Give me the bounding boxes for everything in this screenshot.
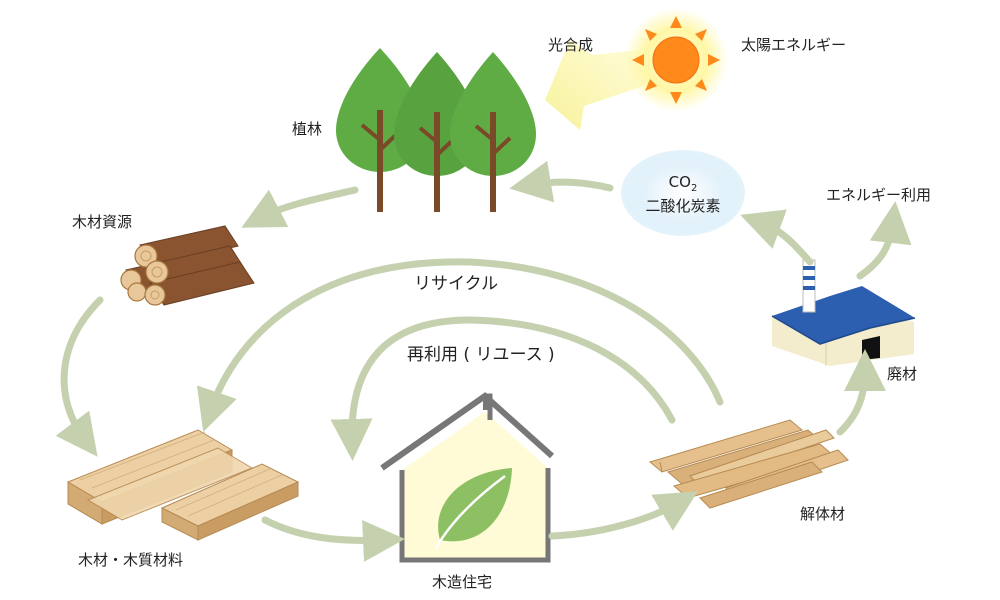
arrow-lumber-to-house [261, 516, 405, 562]
label-timber-resources: 木材資源 [72, 213, 133, 231]
demolition-wood-icon [648, 419, 849, 509]
label-solar-energy: 太陽エネルギー [741, 36, 847, 54]
arrow-factory-to-co2 [740, 209, 814, 266]
arrow-demolition-to-factory [836, 349, 886, 436]
cycle-arrows [55, 160, 912, 562]
label-demolition-wood: 解体材 [800, 505, 846, 523]
label-recycle: リサイクル [414, 274, 499, 294]
arrow-forest-to-timber [241, 186, 359, 228]
co2-name: 二酸化炭素 [645, 196, 721, 215]
arrow-reuse [330, 316, 676, 461]
factory-icon [771, 259, 916, 366]
co2-formula: CO [668, 173, 691, 191]
logs-icon [120, 225, 255, 306]
co2-cloud [621, 150, 745, 236]
label-afforestation: 植林 [292, 120, 323, 138]
arrow-recycle [196, 258, 724, 432]
co2-subscript: 2 [690, 183, 698, 194]
leaf-icon [434, 468, 512, 549]
arrow-co2-to-forest [509, 160, 614, 203]
arrow-factory-to-energy [856, 201, 912, 280]
house-icon [380, 392, 555, 563]
label-co2: CO2 二酸化炭素 [628, 172, 738, 216]
label-waste-wood: 廃材 [887, 365, 918, 383]
label-reuse: 再利用 ( リユース ) [407, 345, 555, 365]
chimney [802, 259, 816, 313]
lumber-icon [66, 429, 300, 541]
arrow-house-to-demolition [548, 491, 699, 540]
tree-icon [450, 52, 536, 212]
arrow-timber-to-lumber [55, 296, 104, 457]
photosynthesis-light-arrow [545, 40, 650, 130]
label-wooden-house: 木造住宅 [432, 573, 493, 591]
sun-icon [545, 8, 728, 130]
label-photosynthesis: 光合成 [548, 36, 594, 54]
forest-icon [336, 48, 536, 212]
label-lumber-products: 木材・木質材料 [78, 551, 184, 569]
label-energy-use: エネルギー利用 [826, 186, 932, 204]
